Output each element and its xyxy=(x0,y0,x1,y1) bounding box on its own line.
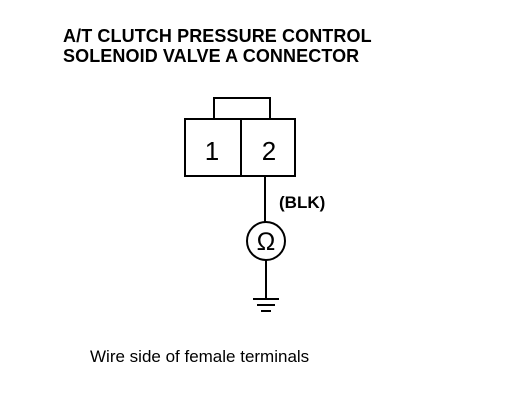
diagram-caption: Wire side of female terminals xyxy=(90,347,310,366)
wire-color-label: (BLK) xyxy=(279,193,325,212)
terminal-2-label: 2 xyxy=(262,136,276,166)
ohmmeter-icon: Ω xyxy=(246,221,286,261)
terminal-1-label: 1 xyxy=(205,136,219,166)
diagram-title: A/T CLUTCH PRESSURE CONTROL SOLENOID VAL… xyxy=(63,26,372,66)
ground-icon xyxy=(253,298,279,312)
connector-lock-tab xyxy=(213,97,271,120)
title-line-1: A/T CLUTCH PRESSURE CONTROL xyxy=(63,26,372,46)
ohmmeter-symbol: Ω xyxy=(257,228,276,256)
title-line-2: SOLENOID VALVE A CONNECTOR xyxy=(63,46,360,66)
